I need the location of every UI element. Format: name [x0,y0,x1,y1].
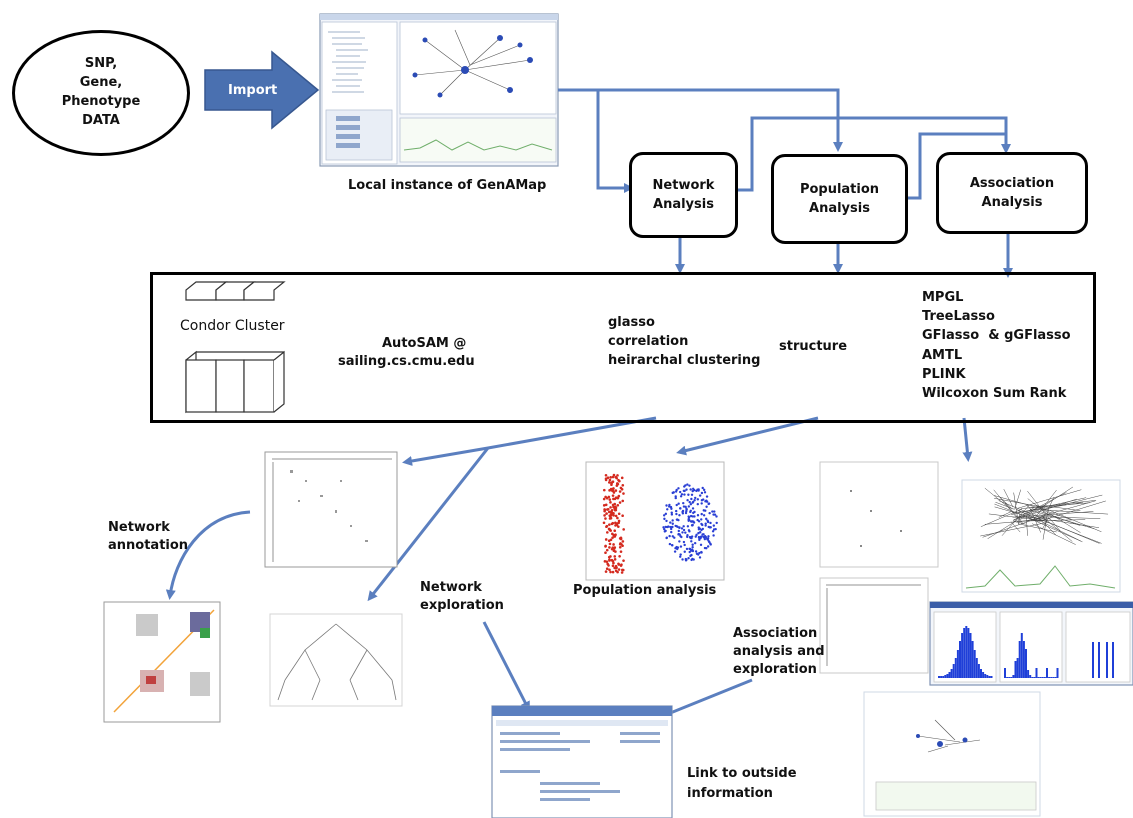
network-methods-list: glasso correlation heirarchal clustering [608,314,760,371]
autosam-host: sailing.cs.cmu.edu [338,353,475,369]
association-detail-panel [863,691,1041,817]
method-item: glasso [608,315,655,330]
compute-cluster-box [150,272,1096,423]
method-item: heirarchal clustering [608,352,761,368]
label-line: analysis and [733,644,825,660]
method-item: GFlasso & gGFlasso [922,328,1071,344]
node-line: Analysis [653,197,714,212]
connector-lines [165,88,1013,725]
data-line: SNP, [84,56,118,72]
label-line: exploration [733,662,817,678]
method-item: MPGL [922,290,964,305]
histogram-window [929,601,1133,686]
genamap-caption: Local instance of GenAMap [348,178,547,193]
population-method: structure [779,339,848,354]
association-plot-1 [819,461,939,568]
population-analysis-node: Population Analysis [771,154,908,244]
label-line: Association [733,626,818,641]
method-item: Wilcoxon Sum Rank [922,386,1067,402]
label-line: Link to outside [687,766,797,781]
autosam-line: AutoSAM @ [382,336,467,351]
label-line: information [687,785,773,801]
data-line: Gene, [79,75,123,91]
import-arrow [204,50,320,130]
network-exploration-label: Network exploration [420,579,504,614]
heatmap-network-output [264,451,398,568]
import-label: Import [228,83,278,98]
tree-diagram [269,613,403,707]
method-item: PLINK [922,366,966,382]
association-methods-list: MPGL TreeLasso GFlasso & gGFlasso AMTL P… [922,288,1071,403]
data-line: Phenotype [61,94,141,109]
browser-window [491,705,673,818]
association-analysis-node: Association Analysis [936,152,1088,234]
node-line: Network [652,177,715,193]
link-outside-label: Link to outside information [687,764,797,803]
population-scatter [585,461,725,581]
data-line: DATA [82,112,120,128]
network-annotation-label: Network annotation [108,519,188,554]
method-item: correlation [608,333,689,349]
data-source-oval: SNP, Gene, Phenotype DATA [12,30,190,156]
network-analysis-node: Network Analysis [629,152,738,238]
label-line: exploration [420,597,504,613]
label-line: Network [108,520,170,535]
node-line: Association [969,175,1055,191]
node-line: Analysis [809,201,870,216]
method-item: AMTL [922,347,963,363]
node-line: Analysis [981,195,1043,210]
node-line: Population [799,181,880,197]
condor-cluster-icon [185,281,286,414]
genamap-screenshot [319,13,559,167]
label-line: annotation [108,537,189,553]
association-exploration-label: Association analysis and exploration [733,625,825,680]
autosam-label: AutoSAM @ sailing.cs.cmu.edu [338,335,475,370]
annotation-matrix [103,601,221,723]
population-analysis-label: Population analysis [573,583,717,598]
network-graph-panel [961,479,1121,593]
label-line: Network [420,580,482,595]
condor-cluster-label: Condor Cluster [180,318,285,334]
association-plot-2 [819,577,929,674]
method-item: TreeLasso [922,309,995,325]
